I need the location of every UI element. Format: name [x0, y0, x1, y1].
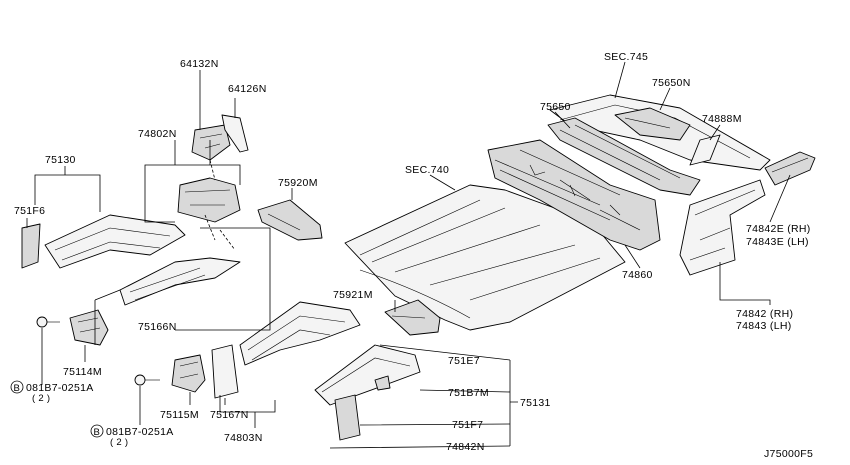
- label-bolt-2[interactable]: 081B7-0251A: [106, 426, 174, 438]
- part-75921M[interactable]: [384, 299, 441, 336]
- part-74803N[interactable]: [239, 301, 361, 366]
- bolt-symbol-b-icon: B: [10, 380, 24, 394]
- part-75920M[interactable]: [257, 199, 323, 241]
- part-75167N[interactable]: [211, 344, 239, 399]
- label-74842E[interactable]: 74842E (RH): [746, 223, 811, 235]
- part-74888M[interactable]: [689, 134, 721, 166]
- drawing-code: J75000F5: [764, 448, 813, 460]
- part-751F7[interactable]: [334, 394, 361, 441]
- part-75130[interactable]: [44, 214, 186, 269]
- label-64126N[interactable]: 64126N: [228, 83, 267, 95]
- label-751F7[interactable]: 751F7: [452, 419, 483, 431]
- bolt-icon[interactable]: [36, 316, 60, 328]
- part-74842[interactable]: [679, 179, 766, 276]
- label-74843[interactable]: 74843 (LH): [736, 320, 792, 332]
- part-74842E[interactable]: [764, 151, 816, 186]
- part-75114M[interactable]: [69, 309, 109, 346]
- label-751F6[interactable]: 751F6: [14, 205, 45, 217]
- label-bolt-2-qty: ( 2 ): [110, 437, 128, 448]
- part-751F6[interactable]: [21, 223, 41, 269]
- label-bolt-1[interactable]: 081B7-0251A: [26, 382, 94, 394]
- part-64132N[interactable]: [191, 124, 231, 161]
- label-75114M[interactable]: 75114M: [63, 366, 102, 378]
- part-751B7M[interactable]: [374, 375, 391, 391]
- part-75131[interactable]: [314, 344, 421, 406]
- label-74843E[interactable]: 74843E (LH): [746, 236, 809, 248]
- bolt-symbol-text: B: [94, 427, 101, 438]
- label-751B7M[interactable]: 751B7M: [448, 387, 489, 399]
- label-75131[interactable]: 75131: [520, 397, 551, 409]
- part-74802N[interactable]: [177, 159, 241, 251]
- part-75650N[interactable]: [614, 107, 691, 141]
- label-75115M[interactable]: 75115M: [160, 409, 199, 421]
- label-75166N[interactable]: 75166N: [138, 321, 177, 333]
- label-75167N[interactable]: 75167N: [210, 409, 249, 421]
- part-75166N[interactable]: [119, 257, 241, 306]
- label-75921M[interactable]: 75921M: [333, 289, 373, 301]
- label-74802N[interactable]: 74802N: [138, 128, 177, 140]
- label-751E7[interactable]: 751E7: [448, 355, 480, 367]
- label-sec-740[interactable]: SEC.740: [405, 164, 449, 176]
- label-64132N[interactable]: 64132N: [180, 58, 219, 70]
- label-74888M[interactable]: 74888M: [702, 113, 742, 125]
- bolt-symbol-text: B: [14, 383, 21, 394]
- label-sec-745[interactable]: SEC.745: [604, 51, 648, 63]
- label-bolt-1-qty: ( 2 ): [32, 393, 50, 404]
- label-75920M[interactable]: 75920M: [278, 177, 318, 189]
- label-74803N[interactable]: 74803N: [224, 432, 263, 444]
- bolt-icon[interactable]: [134, 374, 160, 386]
- label-74842N[interactable]: 74842N: [446, 441, 485, 453]
- label-75130[interactable]: 75130: [45, 154, 76, 166]
- label-74842[interactable]: 74842 (RH): [736, 308, 793, 320]
- part-75650[interactable]: [547, 117, 701, 196]
- label-75650[interactable]: 75650: [540, 101, 571, 113]
- label-74860[interactable]: 74860: [622, 269, 653, 281]
- part-75115M[interactable]: [171, 354, 206, 393]
- label-75650N[interactable]: 75650N: [652, 77, 691, 89]
- bolt-symbol-b-icon: B: [90, 424, 104, 438]
- part-74860[interactable]: [487, 139, 661, 251]
- part-64126N[interactable]: [221, 114, 249, 153]
- leader-lines: [26, 61, 791, 449]
